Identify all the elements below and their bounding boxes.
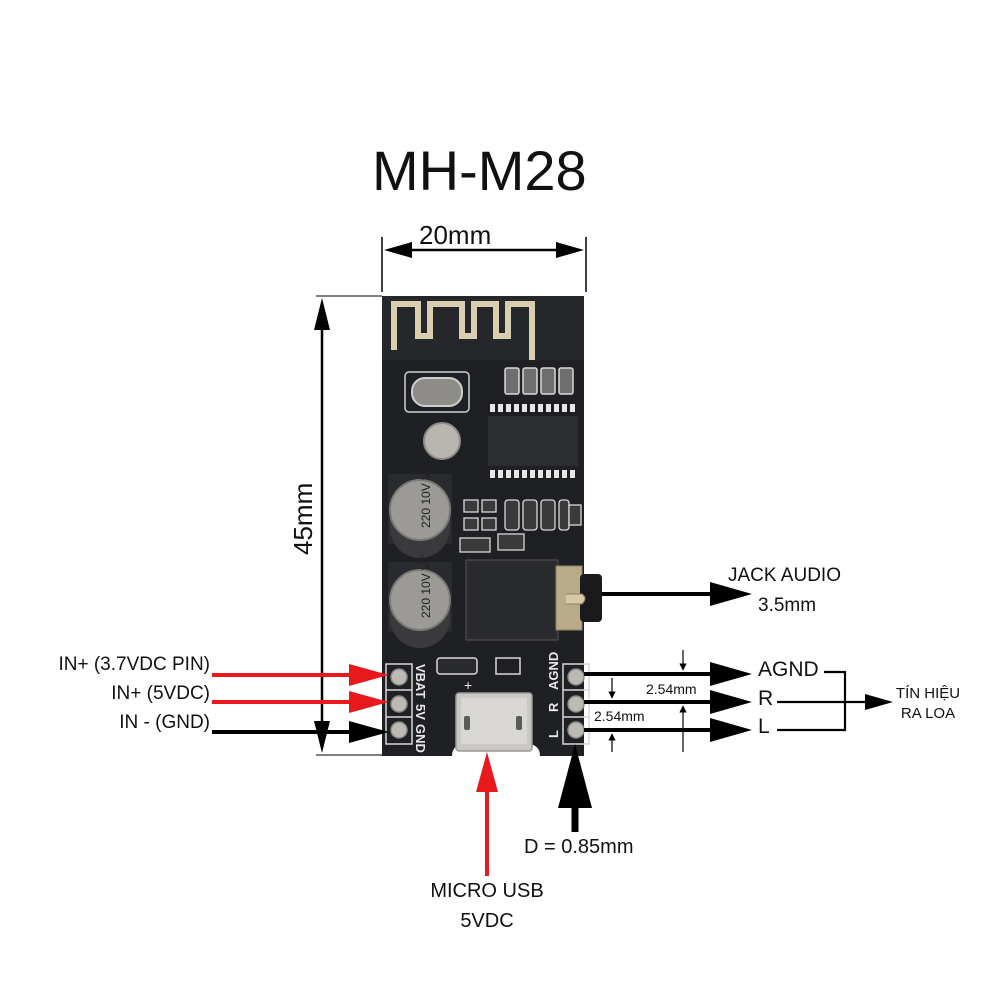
usb-label-line2: 5VDC	[460, 910, 514, 932]
input-label-5v: IN+ (5VDC)	[111, 683, 210, 704]
pitch-label-1: 2.54mm	[646, 681, 697, 697]
signal-arrow	[865, 694, 893, 710]
svg-text:220 10V VT: 220 10V VT	[419, 464, 433, 528]
output-label-r: R	[758, 687, 774, 710]
height-dimension	[314, 295, 382, 756]
silk-gnd: GND	[413, 724, 428, 753]
height-label: 45mm	[288, 482, 318, 555]
output-arrow-l	[584, 718, 752, 742]
input-arrow-5v	[212, 691, 389, 713]
silk-vbat: VBAT	[413, 664, 428, 698]
svg-text:220 10V VT: 220 10V VT	[419, 554, 433, 618]
silk-l: L	[546, 730, 561, 738]
diagram-title: MH-M28	[372, 139, 587, 202]
jack-label-line2: 3.5mm	[758, 595, 817, 616]
output-label-l: L	[758, 715, 770, 738]
pcb-capacitor-1: 220 10V VT	[388, 464, 452, 558]
silk-agnd: AGND	[546, 652, 561, 690]
jack-label-line1: JACK AUDIO	[728, 565, 841, 586]
output-arrow-agnd	[584, 662, 752, 686]
output-label-agnd: AGND	[758, 658, 819, 681]
pcb-micro-usb	[455, 692, 533, 752]
input-arrow-vbat	[212, 664, 389, 686]
pcb-main-ic	[488, 404, 578, 478]
width-dimension	[381, 237, 587, 292]
silk-5v: 5V	[413, 704, 428, 720]
pcb-right-pin-header	[562, 663, 590, 745]
input-label-vbat: IN+ (3.7VDC PIN)	[58, 654, 210, 675]
signal-label-line2: RA LOA	[900, 705, 956, 722]
signal-label-line1: TÍN HIỆU	[895, 685, 961, 702]
pcb-board: 220 10V VT 220 10V VT +	[382, 296, 602, 756]
usb-plus-mark: +	[464, 677, 472, 693]
jack-arrow	[602, 582, 752, 606]
signal-bracket	[777, 670, 868, 732]
usb-arrow	[476, 752, 498, 876]
pin-hole-arrow	[558, 744, 592, 832]
pcb-audio-jack	[465, 559, 602, 641]
pitch-indicators	[608, 650, 687, 752]
pcb-left-pin-header	[385, 663, 413, 745]
pitch-label-2: 2.54mm	[594, 708, 645, 724]
input-arrow-gnd	[212, 721, 389, 743]
usb-label-line1: MICRO USB	[430, 880, 544, 902]
pcb-antenna	[391, 301, 535, 360]
output-arrow-r	[584, 690, 752, 714]
silk-r: R	[546, 702, 561, 712]
pcb-capacitor-2: 220 10V VT	[388, 554, 452, 648]
input-label-gnd: IN - (GND)	[119, 712, 210, 733]
signal-label: TÍN HIỆU RA LOA	[886, 684, 970, 724]
pin-hole-label: D = 0.85mm	[524, 836, 634, 858]
usb-label: MICRO USB 5VDC	[412, 876, 562, 936]
width-label: 20mm	[419, 220, 492, 250]
